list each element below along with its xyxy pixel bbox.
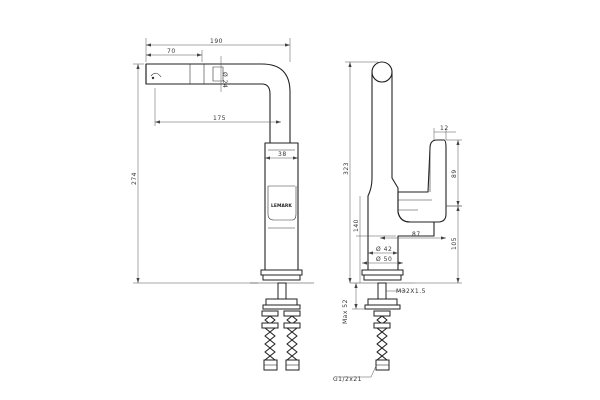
base-ring bbox=[262, 274, 301, 281]
side-view: 323 140 12 89 105 87 bbox=[333, 61, 462, 383]
dim-total-height: 323 bbox=[343, 162, 350, 175]
hose-clip bbox=[261, 322, 279, 329]
hose-clip bbox=[283, 322, 301, 329]
side-hose-braid bbox=[376, 311, 388, 361]
side-column bbox=[367, 72, 435, 271]
side-lever bbox=[397, 139, 447, 223]
dim-spout-diameter: Ø 24 bbox=[221, 72, 228, 88]
dim-outlet-reach: 175 bbox=[213, 115, 226, 122]
side-base-ring bbox=[361, 269, 404, 276]
dim-hose-thread: G1/2x21 bbox=[333, 376, 362, 383]
dim-lever-height: 105 bbox=[451, 237, 458, 250]
hose-clip bbox=[283, 310, 301, 317]
dim-base-inner: Ø 42 bbox=[376, 246, 392, 253]
spout-cap bbox=[371, 61, 393, 83]
hose-clip bbox=[261, 310, 279, 317]
dim-outlet-height: 140 bbox=[353, 219, 360, 232]
dim-body-width: 38 bbox=[278, 151, 287, 158]
dim-mount-max: Max 52 bbox=[342, 299, 349, 324]
spout-outline bbox=[145, 63, 291, 144]
dim-base-outer: Ø 50 bbox=[376, 256, 392, 263]
hose-braid-left bbox=[264, 311, 276, 361]
side-mount-washer bbox=[364, 304, 401, 310]
spout-aerator bbox=[150, 72, 162, 78]
dim-mount-thread: M32X1.5 bbox=[396, 288, 426, 295]
side-hose-clip bbox=[373, 310, 391, 317]
side-base-ring bbox=[363, 274, 402, 281]
dim-lever-reach: 87 bbox=[412, 231, 421, 238]
mount-nut bbox=[265, 298, 298, 306]
spout-ring bbox=[212, 66, 224, 82]
base-ring bbox=[260, 269, 303, 276]
front-view: LEMARK 190 bbox=[131, 38, 314, 371]
side-hose-clip bbox=[373, 322, 391, 329]
side-mount-nut bbox=[367, 298, 398, 306]
dim-overall-height: 274 bbox=[131, 172, 138, 185]
mount-washer bbox=[262, 304, 301, 310]
front-dimensions: 190 70 Ø 24 175 38 274 bbox=[131, 38, 298, 284]
dim-overall-width: 190 bbox=[210, 38, 223, 45]
lever-face bbox=[267, 186, 297, 221]
dim-handle-height: 89 bbox=[451, 169, 458, 178]
spout-aerator-dot bbox=[151, 76, 155, 80]
dim-spout-reach: 70 bbox=[167, 48, 176, 55]
brand-logo: LEMARK bbox=[271, 203, 292, 209]
hose-braid-right bbox=[286, 311, 298, 361]
side-dimensions: 323 140 12 89 105 87 bbox=[333, 61, 462, 383]
dim-handle-offset: 12 bbox=[440, 125, 449, 132]
